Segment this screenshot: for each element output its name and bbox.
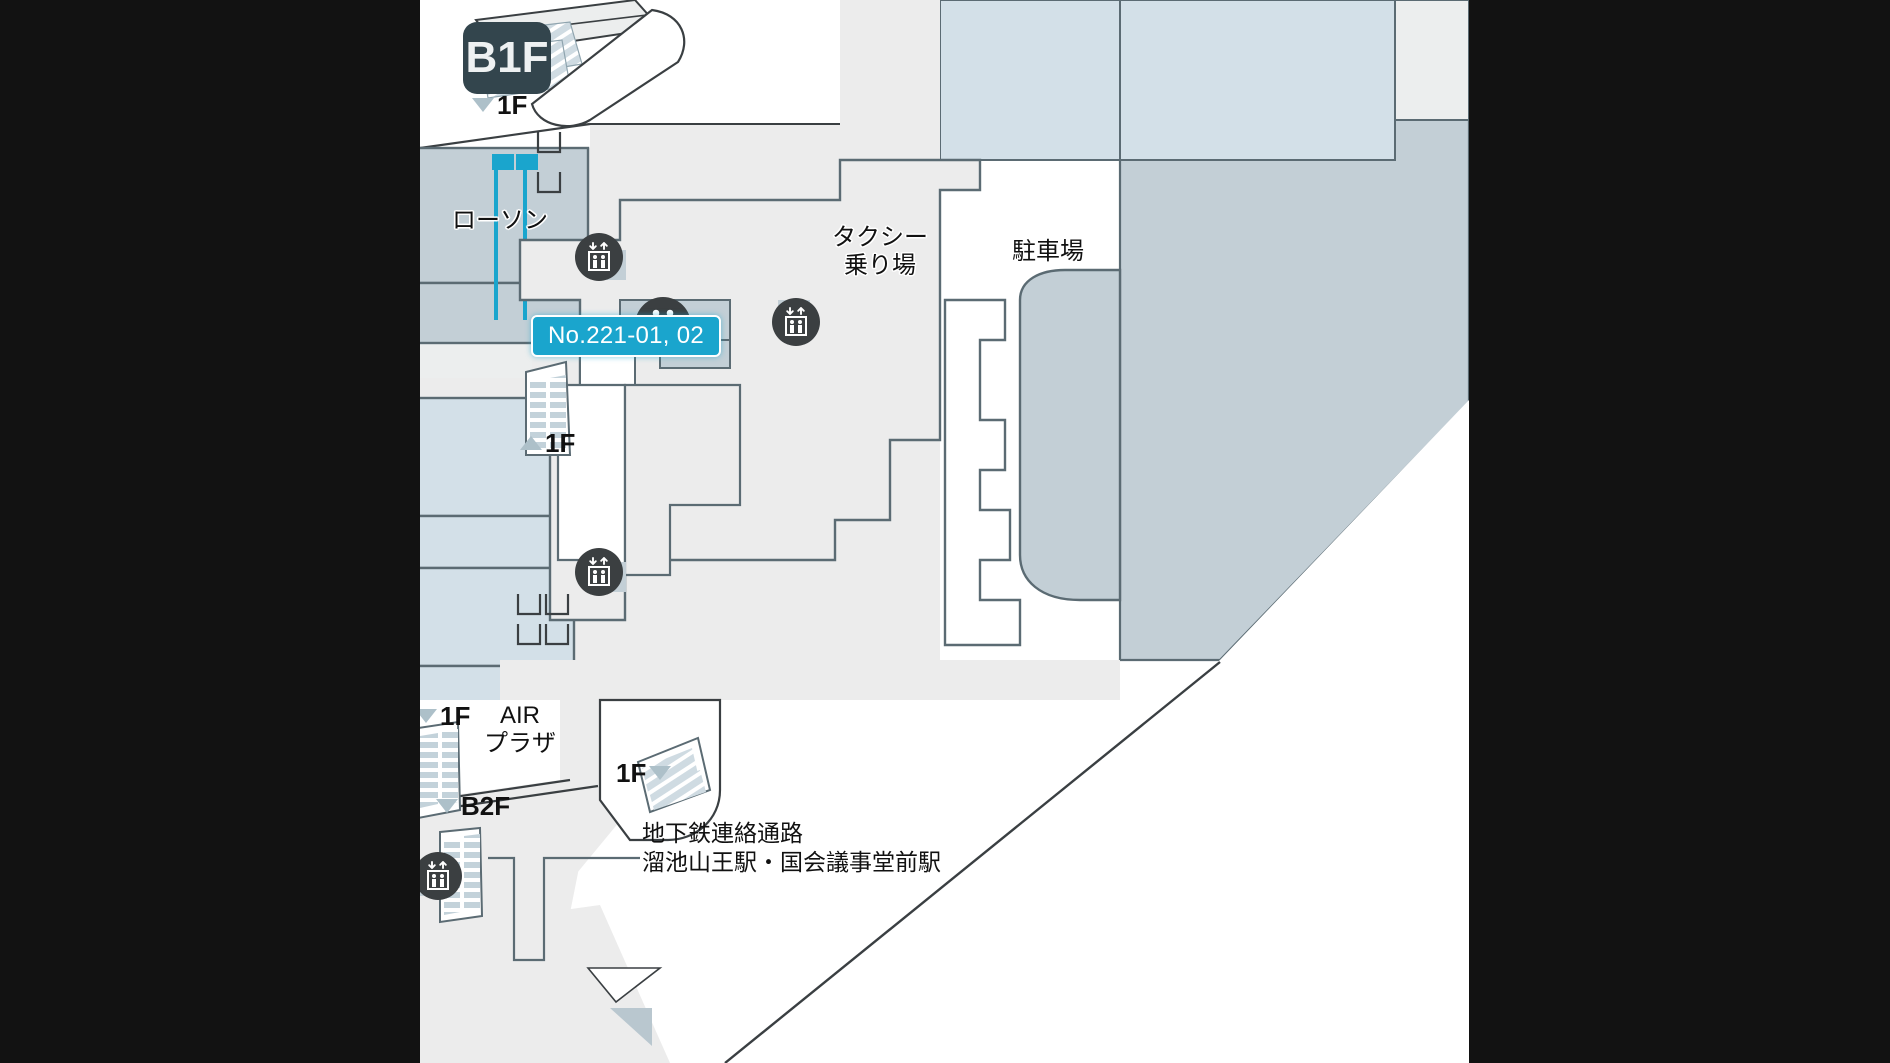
elevator-glyph <box>427 861 449 890</box>
floor-marker-label: 1F <box>440 701 471 731</box>
floor-marker-stairs-to-b2f[interactable]: B2F <box>436 793 510 819</box>
letterbox-right <box>1469 0 1890 1063</box>
triangle-down-icon <box>420 709 437 723</box>
floor-marker-stairs-to-1f-bottom[interactable]: 1F <box>616 758 672 788</box>
elevator-icon-east[interactable] <box>772 298 820 346</box>
taxi-lane <box>1018 268 1122 602</box>
stairs-bottom-1f <box>636 736 712 814</box>
elevator-glyph <box>588 242 610 271</box>
outdoor-area <box>939 0 1469 662</box>
elevator-icon-b2[interactable] <box>420 852 462 900</box>
floor-marker-stairs-to-1f-left[interactable]: 1F <box>420 703 470 729</box>
elevator-icon-north[interactable] <box>575 233 623 281</box>
area-label-parking-lot: 駐車場 <box>1012 238 1084 265</box>
tenant-label-lawson: ローソン <box>452 207 548 234</box>
letterbox-left <box>0 0 420 1063</box>
area-label-taxi-stand: タクシー 乗り場 <box>832 224 928 279</box>
elevator-icon-south[interactable] <box>575 548 623 596</box>
subway-direction-marker <box>586 967 663 1046</box>
subway-passage-line1: 地下鉄連絡通路 <box>642 820 803 846</box>
triangle-down-icon <box>436 799 458 813</box>
floor-marker-stairs-to-1f-top[interactable]: 1F <box>472 92 527 118</box>
stairs-left-1f <box>420 720 462 819</box>
subway-passage-label: 地下鉄連絡通路 溜池山王駅・国会議事堂前駅 <box>642 820 941 875</box>
triangle-down-icon <box>649 766 672 780</box>
floor-map-viewport[interactable]: B1F No.221-01, 02 ローソン タクシー 乗り場 駐車場 AIR … <box>420 0 1469 1063</box>
floor-marker-label: 1F <box>616 758 647 788</box>
triangle-down-icon <box>472 98 494 112</box>
floor-marker-label: B2F <box>461 791 511 821</box>
highlighted-unit-pill[interactable]: No.221-01, 02 <box>531 315 722 357</box>
floor-map-graphic[interactable] <box>420 0 1469 1063</box>
floor-level-label: B1F <box>465 33 549 82</box>
tenant-lawson-shape <box>420 146 590 285</box>
door-openings <box>516 132 570 646</box>
floor-marker-label: 1F <box>545 428 576 458</box>
elevator-glyph <box>588 557 610 586</box>
floor-marker-escalator-to-1f-mid[interactable]: 1F <box>520 430 575 456</box>
highlighted-unit-label: No.221-01, 02 <box>548 322 705 349</box>
left-tenant-rooms <box>420 146 590 720</box>
triangle-up-icon <box>520 436 542 450</box>
area-label-air-plaza: AIR プラザ <box>484 702 556 757</box>
east-wing <box>943 298 1022 647</box>
floor-level-badge[interactable]: B1F <box>463 22 551 94</box>
elevator-glyph <box>785 307 807 336</box>
floor-marker-label: 1F <box>497 90 528 120</box>
escalator-mid-1f <box>525 360 572 456</box>
subway-passage-line2: 溜池山王駅・国会議事堂前駅 <box>642 848 941 875</box>
